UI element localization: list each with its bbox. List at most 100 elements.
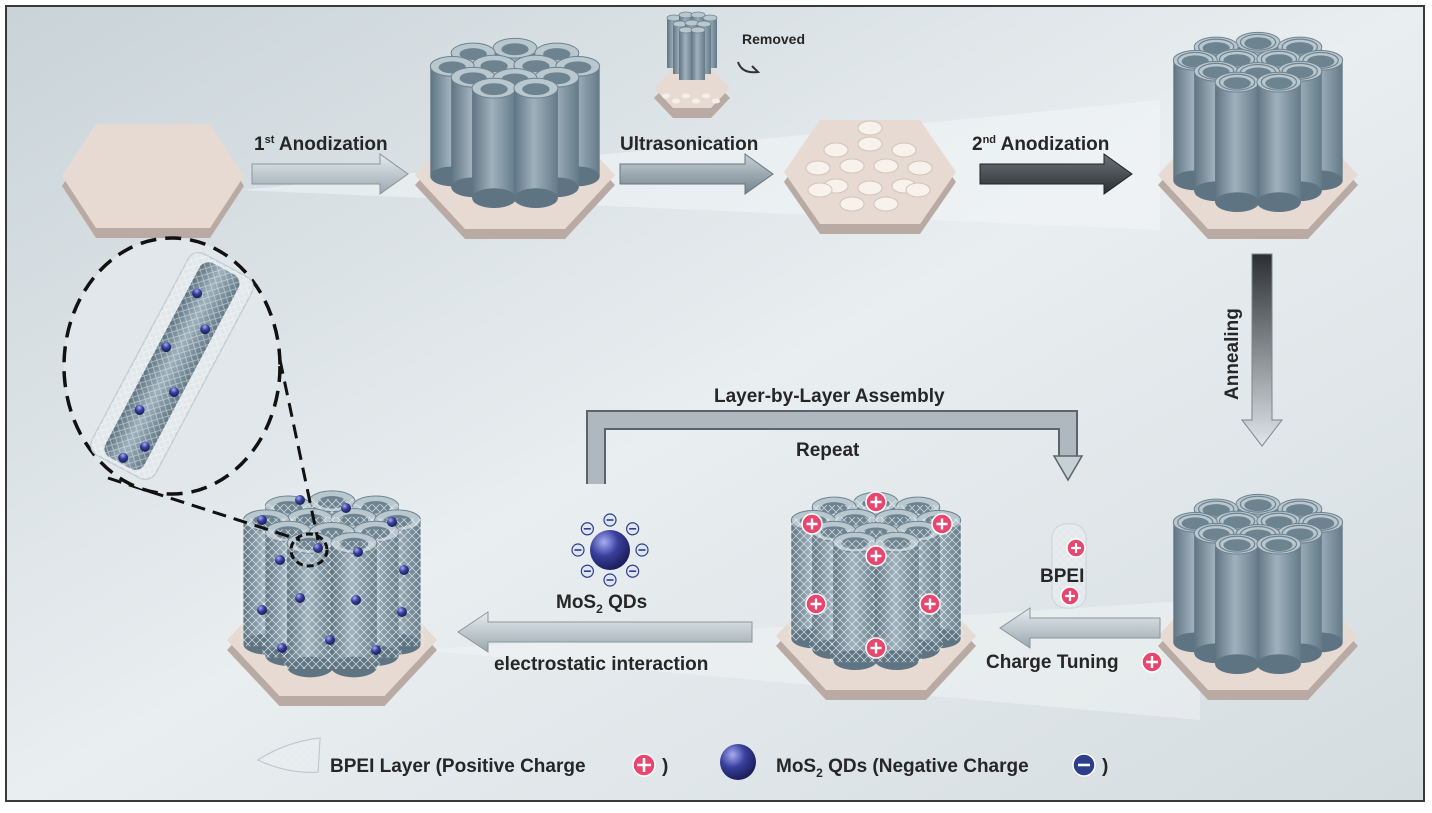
mos2-qds-label: MoS2 QDs — [556, 592, 647, 616]
charge-tuning-plus-icon — [1141, 651, 1163, 673]
electrostatic-label: electrostatic interaction — [494, 654, 708, 675]
removed-tube-layer — [654, 11, 730, 118]
dimple — [805, 160, 831, 176]
negative-charge-icon — [603, 573, 617, 587]
mos2-qd — [387, 517, 397, 527]
mos2-qd — [590, 530, 630, 570]
mos2-qd — [341, 503, 351, 513]
bpei-coated-array — [776, 491, 976, 700]
legend-bpei-layer-icon — [256, 737, 321, 773]
final-composite-array — [227, 490, 437, 706]
dimple — [857, 136, 883, 152]
negative-charge-icon — [571, 543, 585, 557]
legend-bpei-label: BPEI Layer (Positive Charge — [330, 756, 586, 777]
positive-charge-icon — [931, 513, 953, 535]
nanotube — [1214, 533, 1260, 675]
layer-by-layer-loop-arrow — [586, 410, 1084, 484]
dimple — [873, 158, 899, 174]
mos2-qd — [257, 515, 267, 525]
second-anodization-label: 2nd Anodization — [972, 134, 1109, 155]
nanotube — [1256, 533, 1302, 675]
negative-charge-icon — [580, 564, 594, 578]
zoom-inset — [62, 236, 329, 568]
charge-tuning-arrow — [999, 607, 1161, 649]
mos2-qd — [399, 565, 409, 575]
nanotube — [1214, 71, 1260, 213]
removed-substrate — [654, 68, 730, 108]
positive-charge-icon — [805, 593, 827, 615]
mos2-qd — [169, 386, 180, 397]
dimple — [839, 158, 865, 174]
negative-charge-icon — [626, 564, 640, 578]
dimple — [823, 142, 849, 158]
layer-by-layer-label: Layer-by-Layer Assembly — [714, 386, 945, 407]
mos2-qd — [351, 595, 361, 605]
mos2-qd — [371, 645, 381, 655]
dimple — [807, 182, 833, 198]
dimple — [905, 182, 931, 198]
legend-negative-charge-icon — [1072, 753, 1096, 777]
dimple — [857, 180, 883, 196]
negative-charge-icon — [635, 543, 649, 557]
mos2-qd — [257, 605, 267, 615]
mos2-qd — [118, 452, 129, 463]
first-anodization-arrow — [251, 153, 409, 195]
bare-substrate — [62, 124, 244, 238]
legend-mos2-label: MoS2 QDs (Negative Charge — [776, 756, 1029, 780]
second-anodization-arrow — [979, 153, 1133, 195]
legend-mos2-close: ) — [1102, 756, 1108, 777]
nanotube-array-annealed — [1158, 493, 1358, 700]
repeat-label: Repeat — [796, 440, 860, 461]
positive-charge-icon — [801, 513, 823, 535]
positive-charge-icon — [865, 545, 887, 567]
annealing-label: Annealing — [1222, 308, 1243, 400]
mos2-qd — [325, 635, 335, 645]
mos2-qd — [192, 288, 203, 299]
positive-charge-icon — [919, 593, 941, 615]
bpei-tube-icon — [1051, 523, 1087, 609]
negative-charge-icon — [603, 513, 617, 527]
mos2-qd-icon — [571, 513, 649, 587]
mos2-qd — [139, 441, 150, 452]
mos2-qd — [277, 643, 287, 653]
removed-label: Removed — [742, 31, 805, 47]
dimple — [873, 196, 899, 212]
nanotube — [327, 532, 380, 678]
charge-tuning-label: Charge Tuning — [986, 652, 1119, 673]
bpei-label: BPEI — [1040, 566, 1084, 587]
nanotube — [1256, 71, 1302, 213]
electrostatic-arrow — [457, 611, 753, 653]
ultrasonication-arrow — [619, 153, 774, 195]
mos2-qd — [275, 555, 285, 565]
legend: BPEI Layer (Positive Charge ) MoS2 QDs (… — [256, 737, 1108, 780]
ultrasonication-label: Ultrasonication — [620, 134, 758, 155]
legend-positive-charge-icon — [632, 753, 656, 777]
first-anodization-label: 1st Anodization — [254, 134, 388, 155]
mos2-qd — [397, 607, 407, 617]
mos2-qd — [353, 547, 363, 557]
mos2-qd — [295, 495, 305, 505]
legend-mos2-qd-icon — [720, 744, 756, 780]
dimple — [857, 120, 883, 136]
dimpled-substrate — [784, 120, 956, 234]
nanotube-array-anodized — [415, 37, 615, 239]
mos2-qd — [134, 404, 145, 415]
mos2-qd — [313, 543, 323, 553]
dimple — [891, 142, 917, 158]
positive-charge-icon — [865, 637, 887, 659]
dimple — [907, 160, 933, 176]
mos2-qd — [295, 593, 305, 603]
negative-charge-icon — [580, 522, 594, 536]
mos2-qd — [161, 342, 172, 353]
zoomed-coated-tube — [90, 251, 254, 481]
mos2-qd — [200, 324, 211, 335]
nanotube-array-second — [1158, 31, 1358, 239]
legend-bpei-close: ) — [662, 756, 668, 777]
positive-charge-icon — [865, 491, 887, 513]
nanotube — [513, 77, 559, 209]
removed-curl-icon — [737, 61, 761, 74]
dimple — [839, 196, 865, 212]
nanotube — [471, 77, 517, 209]
